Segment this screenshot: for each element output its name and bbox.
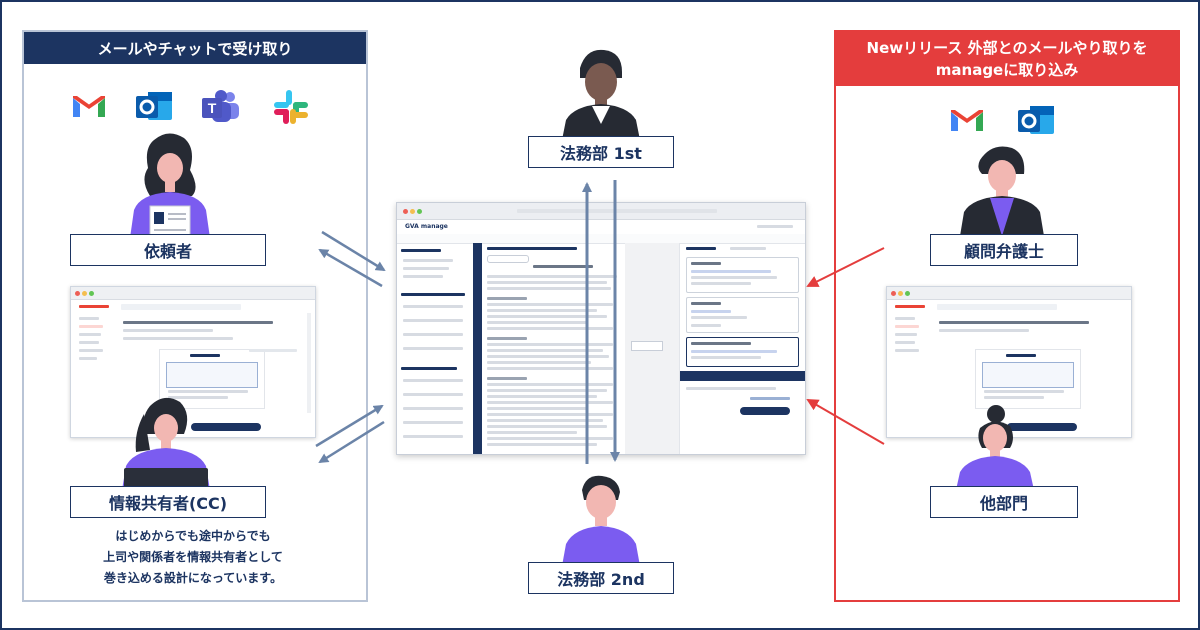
browser-toolbar [397,203,805,220]
gmail-screenshot [70,286,316,438]
app-brand: GVA manage [405,223,448,230]
slack-icon [274,90,308,124]
right-arrows [806,247,885,445]
caption-line: 上司や関係者を情報共有者として [103,550,283,564]
gmail-icon [950,110,984,132]
legal-2nd-label: 法務部 2nd [528,562,674,594]
advisor-person-icon [960,146,1044,236]
left-upper-arrows [318,230,386,288]
teams-icon: T [202,90,239,122]
caption-line: はじめからでも途中からでも [115,529,271,543]
outlook-icon [1018,106,1054,134]
comment-column [625,243,679,454]
gva-manage-screenshot: GVA manage [396,202,806,455]
document-column [473,243,625,454]
other-dept-label: 他部門 [930,486,1078,518]
gmail-icon [72,96,106,118]
legal-1st-person-icon [562,49,640,140]
legal-2nd-person-icon [562,475,640,566]
right-title-line1: Newリリース 外部とのメールやり取りを [866,39,1148,57]
right-title-line2: manageに取り込み [935,61,1079,79]
mail-card [975,349,1081,409]
window-titlebar [71,287,315,300]
outlook-icon [136,92,172,120]
cc-person-icon [122,397,210,490]
mail-card [159,349,265,409]
requester-label: 依頼者 [70,234,266,266]
window-titlebar [887,287,1131,300]
team-chat-column [679,243,805,454]
other-dept-person-icon [956,405,1034,490]
svg-text:T: T [208,100,217,116]
caption-line: 巻き込める設計になっています。 [103,571,283,585]
vertical-arrows [582,180,620,464]
left-lower-arrows [315,404,385,464]
legal-1st-label: 法務部 1st [528,136,674,168]
advisor-label: 顧問弁護士 [930,234,1078,266]
left-panel-title: メールやチャットで受け取り [24,32,366,64]
right-panel-title: Newリリース 外部とのメールやり取りを manageに取り込み [836,32,1178,86]
requester-person-icon [130,133,210,238]
left-caption: はじめからでも途中からでも 上司や関係者を情報共有者として 巻き込める設計になっ… [22,526,364,589]
cc-label: 情報共有者(CC) [70,486,266,518]
